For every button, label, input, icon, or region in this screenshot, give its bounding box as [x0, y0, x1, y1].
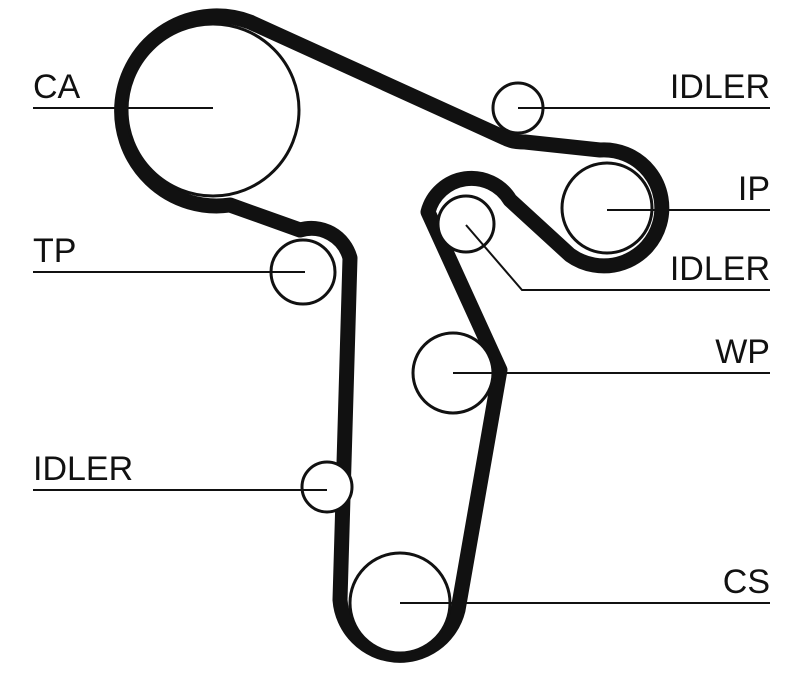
tp-label: TP: [33, 232, 76, 270]
idler-left-label: IDLER: [33, 450, 133, 488]
ca-pulley: [125, 22, 301, 198]
ca-label: CA: [33, 68, 81, 106]
ip-pulley: [560, 161, 654, 255]
idler-mid-label: IDLER: [670, 250, 770, 288]
wp-label: WP: [715, 333, 770, 371]
idler-left-pulley: [300, 460, 354, 514]
idler-mid-pulley: [436, 194, 496, 254]
idler-mid-leader: [465, 224, 770, 291]
timing-belt: [114, 8, 670, 663]
cs-label: CS: [723, 563, 770, 601]
ip-label: IP: [738, 170, 770, 208]
idler-top-label: IDLER: [670, 68, 770, 106]
